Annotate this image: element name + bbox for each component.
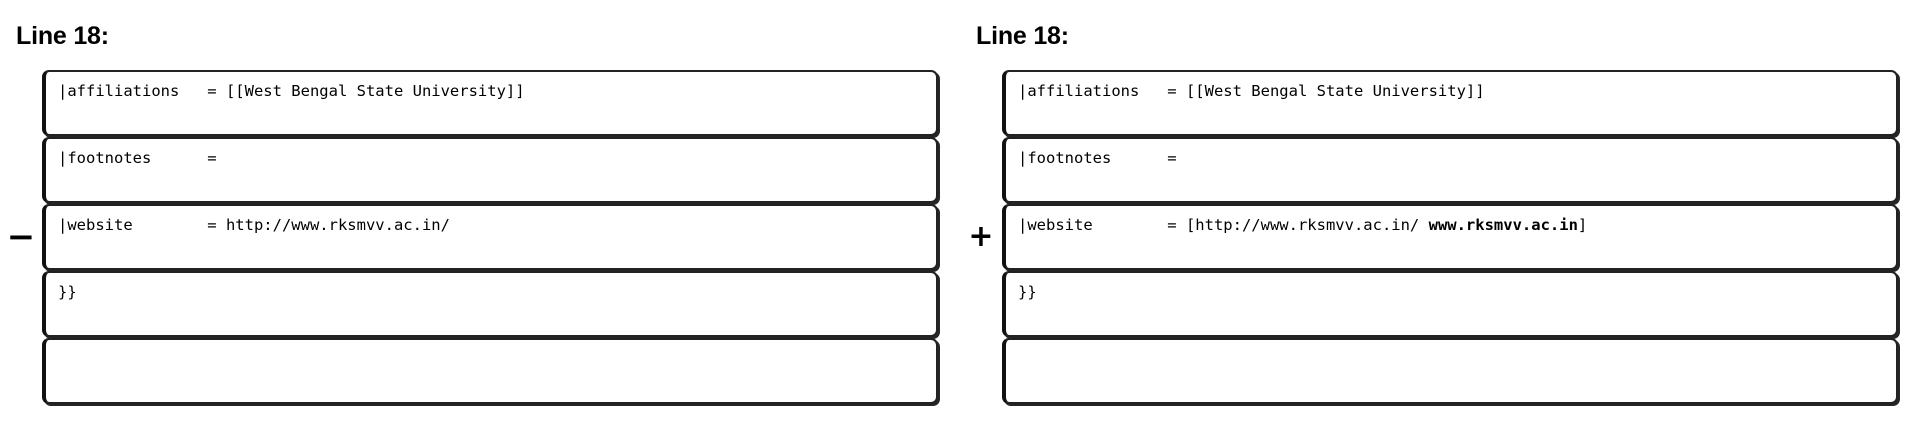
- code-text-segment: |footnotes =: [1018, 149, 1177, 167]
- diff-row: |affiliations = [[West Bengal State Univ…: [960, 70, 1920, 136]
- code-text-segment: ]: [1577, 216, 1588, 234]
- diff-row: |footnotes =: [0, 137, 960, 203]
- code-line-box[interactable]: }}: [42, 271, 938, 337]
- code-text-segment: }}: [58, 283, 77, 301]
- code-text-segment: |affiliations = [[West Bengal State Univ…: [1018, 82, 1485, 100]
- diff-rows-old: |affiliations = [[West Bengal State Univ…: [0, 70, 960, 404]
- diff-marker-empty: [960, 271, 1002, 337]
- code-line-text: |website = http://www.rksmvv.ac.in/: [58, 215, 936, 235]
- code-line-text: |website = [http://www.rksmvv.ac.in/ www…: [1018, 215, 1896, 235]
- diff-row: − |website = http://www.rksmvv.ac.in/: [0, 204, 960, 270]
- code-line-text: |footnotes =: [1018, 148, 1896, 168]
- code-line-text: |footnotes =: [58, 148, 936, 168]
- diff-marker-empty: [960, 70, 1002, 136]
- code-text-segment: }}: [1018, 283, 1037, 301]
- code-line-box[interactable]: }}: [1002, 271, 1898, 337]
- code-text-segment: |website = [http://www.rksmvv.ac.in/: [1018, 216, 1429, 234]
- diff-marker-empty: [0, 338, 42, 404]
- page-title-old: Line 18:: [16, 22, 109, 50]
- code-text-segment: |footnotes =: [58, 149, 217, 167]
- code-line-box[interactable]: |affiliations = [[West Bengal State Univ…: [1002, 70, 1898, 136]
- diff-marker-empty: [0, 70, 42, 136]
- diff-added-marker: +: [968, 219, 994, 254]
- diff-marker-empty: [960, 338, 1002, 404]
- diff-row: |affiliations = [[West Bengal State Univ…: [0, 70, 960, 136]
- diff-removed-marker: −: [6, 217, 36, 257]
- code-line-text: }}: [58, 282, 936, 302]
- code-line-box[interactable]: |footnotes =: [42, 137, 938, 203]
- code-text-segment: |affiliations = [[West Bengal State Univ…: [58, 82, 525, 100]
- diff-column-old: Line 18: |affiliations = [[West Bengal S…: [0, 22, 960, 404]
- code-text-segment: |website = http://www.rksmvv.ac.in/: [58, 216, 450, 234]
- code-line-text: }}: [1018, 282, 1896, 302]
- diff-row: + |website = [http://www.rksmvv.ac.in/ ww…: [960, 204, 1920, 270]
- diff-row: |footnotes =: [960, 137, 1920, 203]
- code-line-box[interactable]: |affiliations = [[West Bengal State Univ…: [42, 70, 938, 136]
- diff-row: }}: [960, 271, 1920, 337]
- code-line-text: |affiliations = [[West Bengal State Univ…: [58, 81, 936, 101]
- code-line-box[interactable]: [42, 338, 938, 404]
- diff-highlight-text: www.rksmvv.ac.in: [1428, 216, 1578, 234]
- code-line-text: |affiliations = [[West Bengal State Univ…: [1018, 81, 1896, 101]
- code-line-box[interactable]: |website = [http://www.rksmvv.ac.in/ www…: [1002, 204, 1898, 270]
- diff-row: [960, 338, 1920, 404]
- page-title-new: Line 18:: [976, 22, 1069, 50]
- diff-row: }}: [0, 271, 960, 337]
- diff-marker-empty: [0, 271, 42, 337]
- diff-row: [0, 338, 960, 404]
- code-line-box[interactable]: |website = http://www.rksmvv.ac.in/: [42, 204, 938, 270]
- diff-rows-new: |affiliations = [[West Bengal State Univ…: [960, 70, 1920, 404]
- diff-marker-empty: [0, 137, 42, 203]
- diff-marker-empty: [960, 137, 1002, 203]
- diff-column-new: Line 18: |affiliations = [[West Bengal S…: [960, 0, 1920, 427]
- code-line-box[interactable]: [1002, 338, 1898, 404]
- code-line-box[interactable]: |footnotes =: [1002, 137, 1898, 203]
